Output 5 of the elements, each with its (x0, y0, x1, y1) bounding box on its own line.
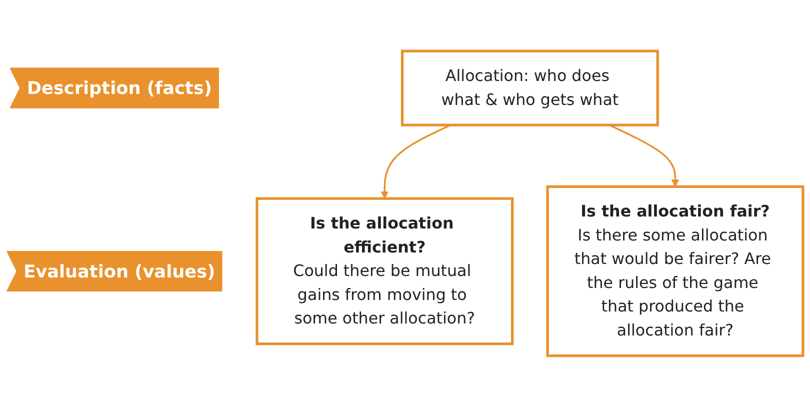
arrow (608, 124, 680, 187)
node-box: Allocation: who does what & who gets what (400, 49, 659, 126)
node-box: Is the allocation efficient? Could there be mutual gains from moving to some other allocation? (256, 196, 514, 345)
node-box: Is the allocation fair? Is there some allocation that would be fairer? Are the rules of the game that produced the allocation fair? (546, 184, 804, 357)
arrow (380, 124, 452, 198)
